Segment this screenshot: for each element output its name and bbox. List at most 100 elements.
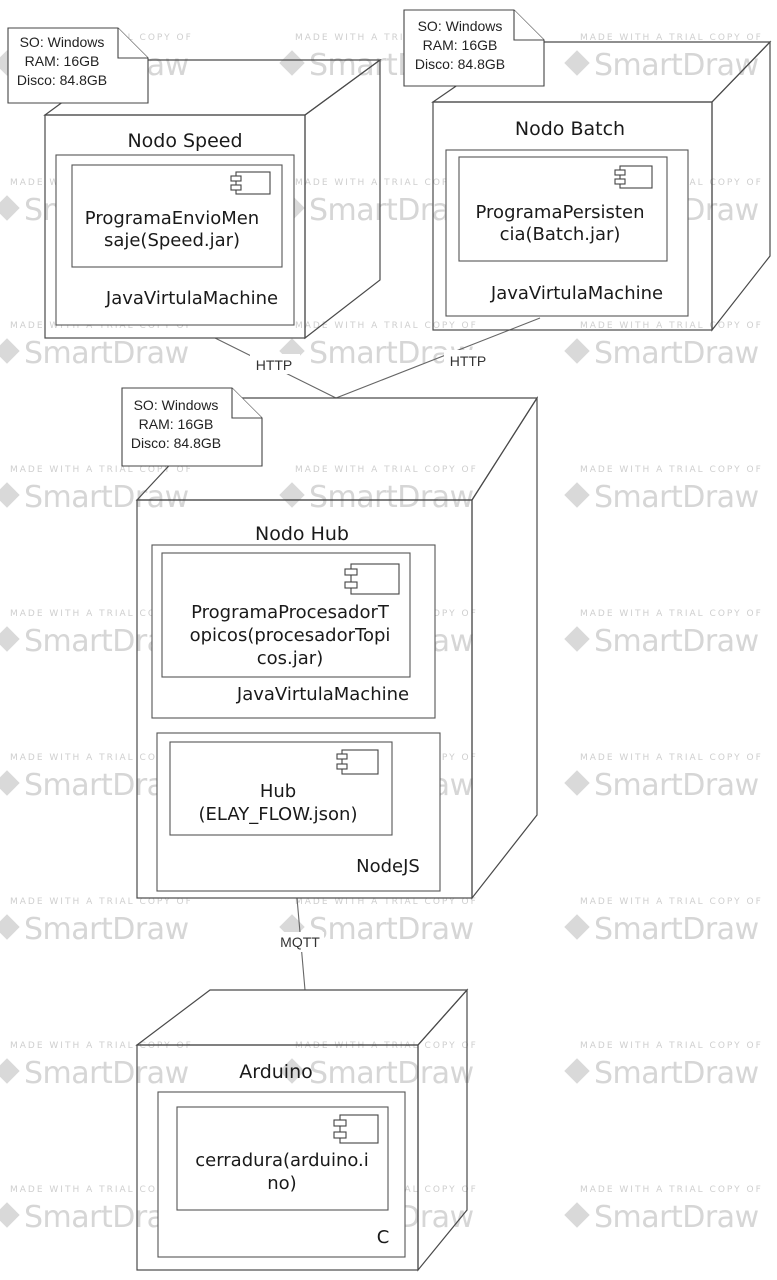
- watermark-logo-icon: [564, 1058, 590, 1084]
- note-hub-line-2: RAM: 16GB: [139, 416, 214, 432]
- note-fold: [513, 10, 544, 41]
- node-batch[interactable]: Nodo Batch ProgramaPersisten cia(Batch.j…: [431, 40, 772, 332]
- watermark-logo-icon: [564, 338, 590, 364]
- watermark-logo-icon: [564, 914, 590, 940]
- hub-jvm-artifact-line-2: opicos(procesadorTopi: [190, 625, 391, 646]
- note-speed-line-3: Disco: 84.8GB: [17, 72, 107, 88]
- http-label-background: [444, 350, 494, 370]
- watermark-caption: MADE WITH A TRIAL COPY OF: [10, 1041, 193, 1051]
- arduino-artifact-line-1: cerradura(arduino.i: [195, 1150, 369, 1171]
- node-hub-side-face: [471, 395, 538, 900]
- watermark-caption: MADE WITH A TRIAL COPY OF: [580, 897, 763, 907]
- watermark-brand: SmartDraw: [309, 1056, 474, 1091]
- mqtt-label-background: [274, 932, 324, 952]
- component-icon: [333, 1114, 379, 1144]
- watermark-tile: MADE WITH A TRIAL COPY OF SmartDraw: [0, 1041, 193, 1091]
- hub-nodejs-artifact-line-1: Hub: [260, 781, 296, 802]
- hub-nodejs-environment-label: NodeJS: [356, 856, 420, 877]
- watermark-logo-icon: [0, 626, 20, 652]
- watermark-brand: SmartDraw: [594, 624, 759, 659]
- watermark-logo-icon: [564, 626, 590, 652]
- watermark-caption: MADE WITH A TRIAL COPY OF: [580, 753, 763, 763]
- note-speed-line-1: SO: Windows: [20, 34, 105, 50]
- node-arduino-front-face: [136, 1044, 419, 1271]
- watermark-caption: MADE WITH A TRIAL COPY OF: [580, 1041, 763, 1051]
- component-icon: [230, 171, 271, 195]
- node-speed[interactable]: Nodo Speed ProgramaEnvioMen saje(Speed.j…: [43, 58, 382, 340]
- watermark-caption: MADE WITH A TRIAL COPY OF: [295, 178, 478, 188]
- watermark-caption: MADE WITH A TRIAL COPY OF: [580, 609, 763, 619]
- watermark-caption: MADE WITH A TRIAL COPY OF: [295, 1041, 478, 1051]
- watermark-logo-icon: [0, 1058, 20, 1084]
- node-hub[interactable]: Nodo Hub ProgramaProcesadorT opicos(proc…: [135, 395, 539, 900]
- arduino-environment-label: C: [377, 1227, 390, 1248]
- watermark-logo-icon: [279, 482, 305, 508]
- watermark-caption: MADE WITH A TRIAL COPY OF: [10, 321, 193, 331]
- note-speed-line-2: RAM: 16GB: [25, 53, 100, 69]
- node-speed-front-face: [44, 114, 306, 339]
- note-batch-line-3: Disco: 84.8GB: [415, 56, 505, 72]
- mqtt-label: MQTT: [280, 934, 320, 950]
- watermark-brand: SmartDraw: [594, 48, 759, 83]
- watermark-brand: SmartDraw: [594, 912, 759, 947]
- note-hub-line-1: SO: Windows: [134, 397, 219, 413]
- watermark-tile: MADE WITH A TRIAL COPY OF SmartDraw: [0, 465, 193, 515]
- watermark-brand: SmartDraw: [594, 1056, 759, 1091]
- watermark-caption: MADE WITH A TRIAL COPY OF: [580, 33, 763, 43]
- node-arduino-top-face: [135, 989, 469, 1046]
- watermark-brand: SmartDraw: [309, 480, 474, 515]
- watermark-brand: SmartDraw: [24, 1056, 189, 1091]
- node-arduino-title: Arduino: [239, 1061, 313, 1083]
- watermark-logo-icon: [0, 482, 20, 508]
- watermark-tile: MADE WITH A TRIAL COPY OF SmartDraw: [564, 897, 763, 947]
- hub-nodejs-artifact-line-2: (ELAY_FLOW.json): [199, 804, 358, 825]
- watermark-tile: MADE WITH A TRIAL COPY OF SmartDraw: [279, 897, 478, 947]
- watermark-logo-icon: [0, 195, 20, 221]
- watermark-logo-icon: [564, 770, 590, 796]
- watermark-logo-icon: [0, 914, 20, 940]
- arduino-artifact-line-2: no): [267, 1173, 296, 1194]
- watermark-brand: SmartDraw: [594, 480, 759, 515]
- note-fold: [117, 28, 148, 59]
- component-icon: [344, 563, 400, 595]
- http-label-speed: HTTP: [256, 357, 293, 373]
- http-label-background: [250, 354, 300, 374]
- watermark-tile: MADE WITH A TRIAL COPY OF SmartDraw: [564, 33, 763, 83]
- node-hub-title: Nodo Hub: [255, 523, 349, 545]
- watermark-brand: SmartDraw: [24, 480, 189, 515]
- node-batch-front-face: [432, 101, 713, 331]
- node-batch-title: Nodo Batch: [515, 118, 625, 140]
- note-batch[interactable]: SO: Windows RAM: 16GB Disco: 84.8GB: [403, 9, 545, 87]
- watermark-logo-icon: [279, 50, 305, 76]
- watermark-logo-icon: [0, 338, 20, 364]
- watermark-caption: MADE WITH A TRIAL COPY OF: [10, 1185, 193, 1195]
- watermark-logo-icon: [564, 50, 590, 76]
- http-label-batch: HTTP: [450, 353, 487, 369]
- watermark-caption: MADE WITH A TRIAL COPY OF: [295, 33, 478, 43]
- hub-jvm-artifact-line-3: cos.jar): [257, 648, 323, 669]
- component-icon: [614, 165, 653, 189]
- hub-jvm-environment-label: JavaVirtulaMachine: [236, 684, 409, 705]
- watermark-logo-icon: [564, 1202, 590, 1228]
- watermark-brand: SmartDraw: [309, 912, 474, 947]
- node-arduino[interactable]: Arduino cerradura(arduino.i no) C: [135, 988, 469, 1272]
- note-speed[interactable]: SO: Windows RAM: 16GB Disco: 84.8GB: [7, 27, 149, 104]
- watermark-logo-icon: [0, 1202, 20, 1228]
- note-batch-shape: [403, 9, 545, 87]
- watermark-caption: MADE WITH A TRIAL COPY OF: [10, 465, 193, 475]
- watermark-tile: MADE WITH A TRIAL COPY OF SmartDraw: [564, 609, 763, 659]
- watermark-brand: SmartDraw: [24, 912, 189, 947]
- watermark-logo-icon: [0, 770, 20, 796]
- hub-jvm-artifact-line-1: ProgramaProcesadorT: [191, 602, 390, 623]
- watermark-caption: MADE WITH A TRIAL COPY OF: [295, 897, 478, 907]
- watermark-tile: MADE WITH A TRIAL COPY OF SmartDraw: [564, 1041, 763, 1091]
- note-fold: [231, 388, 262, 419]
- batch-environment-label: JavaVirtulaMachine: [490, 283, 663, 304]
- note-hub-shape: [121, 387, 263, 467]
- note-hub[interactable]: SO: Windows RAM: 16GB Disco: 84.8GB: [121, 387, 263, 467]
